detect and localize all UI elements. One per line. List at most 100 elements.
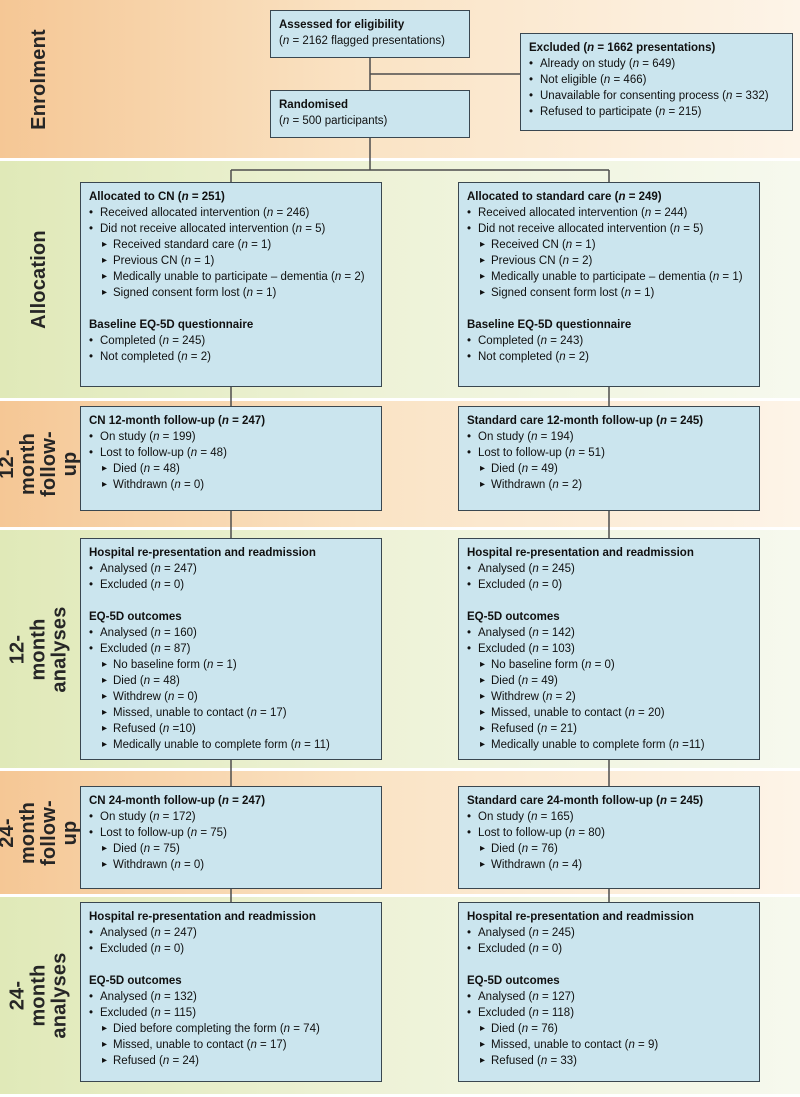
box-line-text: No baseline form (n = 0) <box>491 659 615 671</box>
box-line: ▸Missed, unable to contact (n = 9) <box>467 1037 751 1053</box>
box-line-text: Died (n = 76) <box>491 843 558 855</box>
box-line: ▸ Medically unable to complete form (n =1… <box>467 737 751 753</box>
triangle-icon: ▸ <box>102 1023 108 1034</box>
bullet-icon: • <box>467 335 472 347</box>
box-line-text: Died (n = 48) <box>113 675 180 687</box>
box-line: •Excluded (n = 0) <box>89 577 373 593</box>
triangle-icon: ▸ <box>102 479 108 490</box>
box-standard-care-12-month-analyses: Hospital re-presentation and readmission… <box>458 538 760 760</box>
triangle-icon: ▸ <box>480 463 486 474</box>
box-line: ▸ Died before completing the form (n = 74… <box>89 1021 373 1037</box>
box-line-text: Analysed (n = 160) <box>100 627 197 639</box>
bullet-icon: • <box>467 927 472 939</box>
box-line-text: On study (n = 172) <box>100 811 196 823</box>
box-line-text: Died (n = 76) <box>491 1023 558 1035</box>
box-line-text: Withdrawn (n = 2) <box>491 479 583 491</box>
box-line: •Analysed (n = 142) <box>467 625 751 641</box>
box-line-text: Medically unable to complete form (n =11… <box>491 739 705 751</box>
triangle-icon: ▸ <box>102 739 108 750</box>
box-randomised: Randomised(n = 500 participants) <box>270 90 470 138</box>
box-line: •On study (n = 165) <box>467 809 751 825</box>
box-line-text: Analysed (n = 247) <box>100 563 197 575</box>
bullet-icon: • <box>89 223 94 235</box>
bullet-icon: • <box>529 58 534 70</box>
box-title: Allocated to standard care (n = 249) <box>467 191 662 203</box>
bullet-icon: • <box>89 431 94 443</box>
box-line-text: Baseline EQ-5D questionnaire <box>467 319 632 331</box>
box-line: ▸Signed consent form lost (n = 1) <box>89 285 373 301</box>
box-line-text: Did not receive allocated intervention (… <box>478 223 704 235</box>
box-line-text: Withdrawn (n = 0) <box>113 479 205 491</box>
box-line-text: Refused (n = 24) <box>113 1055 199 1067</box>
triangle-icon: ▸ <box>102 707 108 718</box>
box-excluded: Excluded (n = 1662 presentations)•Alread… <box>520 33 793 131</box>
box-line: ▸Died (n = 49) <box>467 673 751 689</box>
box-line: •Analysed (n = 132) <box>89 989 373 1005</box>
box-line-text: Analysed (n = 142) <box>478 627 575 639</box>
bullet-icon: • <box>89 351 94 363</box>
triangle-icon: ▸ <box>102 723 108 734</box>
box-line-text: Lost to follow-up (n = 48) <box>100 447 227 459</box>
triangle-icon: ▸ <box>480 675 486 686</box>
box-line: ▸ Withdrawn (n = 0) <box>89 477 373 493</box>
section-label-allocation: Allocation <box>0 161 78 398</box>
box-title: Hospital re-presentation and readmission <box>89 911 316 923</box>
box-line: ▸Refused (n = 33) <box>467 1053 751 1069</box>
box-title: CN 12-month follow-up (n = 247) <box>89 415 266 427</box>
triangle-icon: ▸ <box>102 691 108 702</box>
box-line: ▸ Withdrew (n = 0) <box>89 689 373 705</box>
box-line-text: Died (n = 48) <box>113 463 180 475</box>
box-allocated-standard-care: Allocated to standard care (n = 249) • Rec… <box>458 182 760 387</box>
box-line-text: Analysed (n = 245) <box>478 563 575 575</box>
section-label-12-month-follow-up: 12-month follow-up <box>0 401 81 527</box>
box-line: •Received allocated intervention (n = 24… <box>89 205 373 221</box>
box-allocated-cn: Allocated to CN (n = 251)•Received alloc… <box>80 182 382 387</box>
box-line: Baseline EQ-5D questionnaire <box>467 317 751 333</box>
box-line-text: Withdrawn (n = 0) <box>113 859 205 871</box>
box-line-text: Lost to follow-up (n = 80) <box>478 827 605 839</box>
box-line: (n = 500 participants) <box>279 113 461 129</box>
box-line: ▸ Withdrawn (n = 2) <box>467 477 751 493</box>
box-line-text: EQ-5D outcomes <box>467 975 560 987</box>
box-line: (n = 2162 flagged presentations) <box>279 33 461 49</box>
box-line: ▸Previous CN (n = 2) <box>467 253 751 269</box>
triangle-icon: ▸ <box>480 479 486 490</box>
triangle-icon: ▸ <box>480 707 486 718</box>
box-line: •Excluded (n = 0) <box>467 577 751 593</box>
box-line-text: Lost to follow-up (n = 75) <box>100 827 227 839</box>
box-line: ▸Died (n = 48) <box>89 461 373 477</box>
box-standard-care-24-month-follow-up: Standard care 24-month follow-up (n = 24… <box>458 786 760 889</box>
box-line: •Analysed (n = 160) <box>89 625 373 641</box>
box-line-text: (n = 2162 flagged presentations) <box>279 35 445 47</box>
box-line: •Analysed (n = 127) <box>467 989 751 1005</box>
section-label-text: Enrolment <box>27 28 50 130</box>
box-line-text: Excluded (n = 0) <box>100 579 185 591</box>
box-line: ▸Died (n = 76) <box>467 1021 751 1037</box>
box-title: Hospital re-presentation and readmission <box>467 911 694 923</box>
box-line: Baseline EQ-5D questionnaire <box>89 317 373 333</box>
box-line: •Did not receive allocated intervention … <box>467 221 751 237</box>
box-line: ▸Signed consent form lost (n = 1) <box>467 285 751 301</box>
box-line-text: Died before completing the form (n = 74) <box>113 1023 320 1035</box>
box-line-text: Received allocated intervention (n = 244… <box>478 207 688 219</box>
box-line-text: Withdrew (n = 2) <box>491 691 576 703</box>
box-title: Excluded (n = 1662 presentations) <box>529 42 716 54</box>
triangle-icon: ▸ <box>480 239 486 250</box>
bullet-icon: • <box>467 207 472 219</box>
box-line: ▸Refused (n = 21) <box>467 721 751 737</box>
triangle-icon: ▸ <box>480 739 486 750</box>
box-line-text: Refused to participate (n = 215) <box>540 106 702 118</box>
box-line-text: Medically unable to complete form (n = 1… <box>113 739 330 751</box>
section-label-text: Allocation <box>27 230 50 329</box>
box-line: •Lost to follow-up (n = 75) <box>89 825 373 841</box>
box-line: ▸Died (n = 76) <box>467 841 751 857</box>
box-line-text: Not eligible (n = 466) <box>540 74 647 86</box>
box-line-text: Missed, unable to contact (n = 9) <box>491 1039 659 1051</box>
box-line: ▸Received standard care (n = 1) <box>89 237 373 253</box>
box-line-text: Received CN (n = 1) <box>491 239 596 251</box>
box-line-text: Refused (n = 33) <box>491 1055 577 1067</box>
box-line-text: Withdrew (n = 0) <box>113 691 198 703</box>
box-line-text: Excluded (n = 0) <box>100 943 185 955</box>
triangle-icon: ▸ <box>102 239 108 250</box>
box-line: •Completed (n = 245) <box>89 333 373 349</box>
